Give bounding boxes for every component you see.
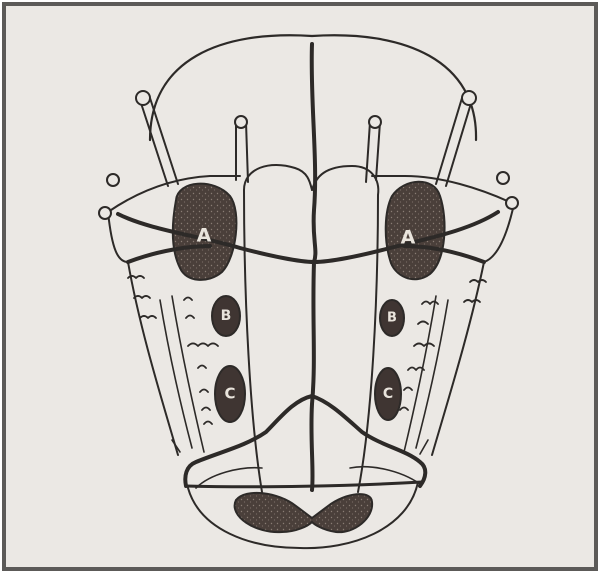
label-b-right: B	[387, 311, 397, 326]
label-b-left: B	[221, 308, 232, 324]
label-c-left: C	[224, 385, 235, 403]
figure-frame	[4, 4, 596, 569]
label-c-right: C	[383, 386, 393, 402]
label-a-left: A	[197, 225, 212, 247]
label-a-right: A	[401, 227, 416, 249]
